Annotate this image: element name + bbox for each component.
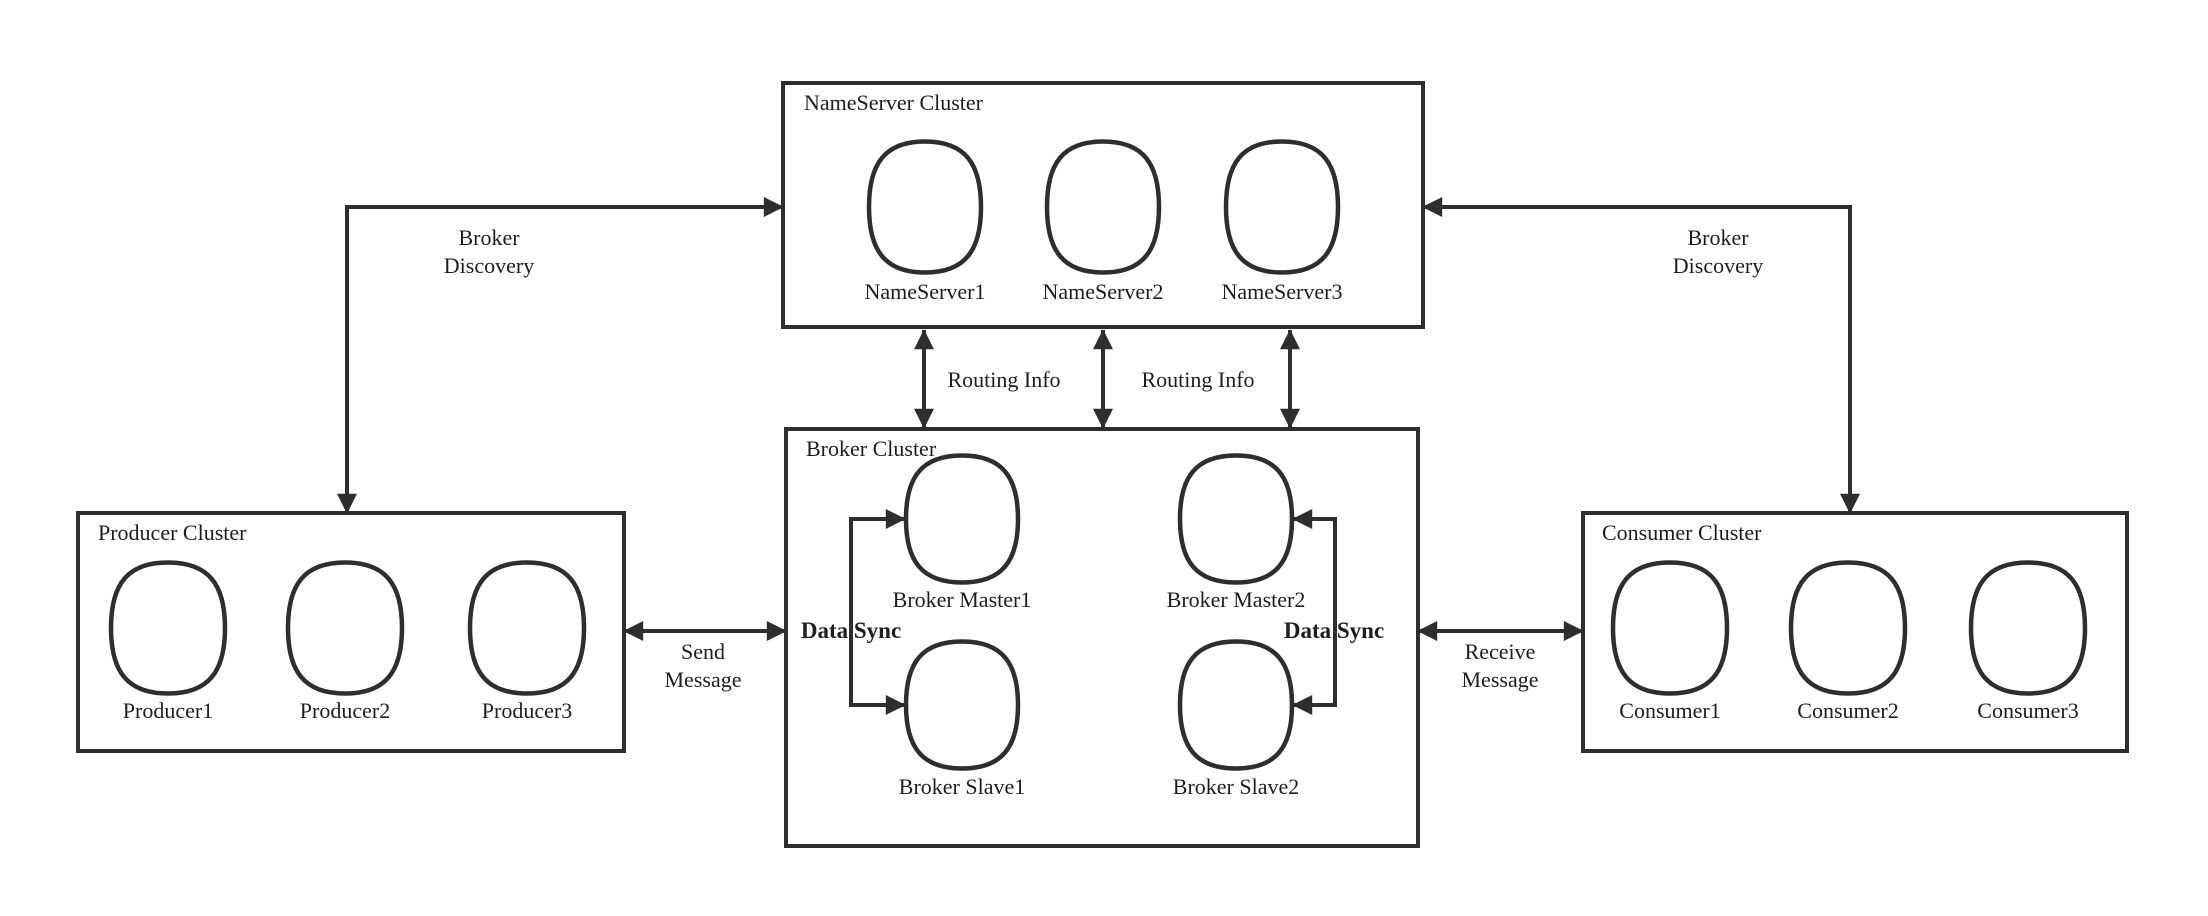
nameserver3-label: NameServer3 bbox=[1222, 279, 1343, 304]
broker-discovery-right-label-line2: Discovery bbox=[1673, 253, 1763, 278]
broker-cluster-title: Broker Cluster bbox=[806, 436, 937, 461]
send-message-label-line1: Send bbox=[681, 639, 725, 664]
routing-info-right-label: Routing Info bbox=[1141, 367, 1254, 392]
nameserver-cluster-title: NameServer Cluster bbox=[804, 90, 984, 115]
node-producer3 bbox=[467, 560, 587, 696]
node-nameserver1 bbox=[866, 139, 984, 275]
edge-data-sync-right bbox=[1292, 509, 1337, 715]
node-broker-master2 bbox=[1177, 453, 1295, 585]
broker-discovery-right-label-line1: Broker bbox=[1687, 225, 1749, 250]
receive-message-label-line1: Receive bbox=[1465, 639, 1536, 664]
consumer1-label: Consumer1 bbox=[1619, 698, 1720, 723]
data-sync-left-label: Data Sync bbox=[801, 618, 901, 643]
node-consumer2 bbox=[1788, 560, 1908, 696]
node-broker-master1 bbox=[903, 453, 1021, 585]
broker-slave2-label: Broker Slave2 bbox=[1173, 774, 1299, 799]
producer2-label: Producer2 bbox=[300, 698, 390, 723]
data-sync-right-label: Data Sync bbox=[1284, 618, 1384, 643]
node-consumer1 bbox=[1610, 560, 1730, 696]
node-nameserver2 bbox=[1044, 139, 1162, 275]
routing-info-left-label: Routing Info bbox=[947, 367, 1060, 392]
nameserver2-label: NameServer2 bbox=[1043, 279, 1164, 304]
node-broker-slave1 bbox=[903, 639, 1021, 771]
node-producer1 bbox=[108, 560, 228, 696]
node-nameserver3 bbox=[1223, 139, 1341, 275]
producer-cluster-title: Producer Cluster bbox=[98, 520, 247, 545]
broker-master1-label: Broker Master1 bbox=[893, 587, 1032, 612]
consumer3-label: Consumer3 bbox=[1977, 698, 2078, 723]
node-consumer3 bbox=[1968, 560, 2088, 696]
nameserver1-label: NameServer1 bbox=[865, 279, 986, 304]
broker-master2-label: Broker Master2 bbox=[1167, 587, 1306, 612]
node-broker-slave2 bbox=[1177, 639, 1295, 771]
edge-data-sync-left bbox=[849, 509, 906, 715]
edge-broker-discovery-left bbox=[337, 197, 784, 514]
consumer-cluster-title: Consumer Cluster bbox=[1602, 520, 1762, 545]
producer3-label: Producer3 bbox=[482, 698, 572, 723]
producer1-label: Producer1 bbox=[123, 698, 213, 723]
broker-discovery-left-label-line2: Discovery bbox=[444, 253, 534, 278]
consumer2-label: Consumer2 bbox=[1797, 698, 1898, 723]
broker-discovery-left-label-line1: Broker bbox=[458, 225, 520, 250]
receive-message-label-line2: Message bbox=[1462, 667, 1539, 692]
send-message-label-line2: Message bbox=[665, 667, 742, 692]
node-producer2 bbox=[285, 560, 405, 696]
edge-broker-discovery-right bbox=[1422, 197, 1860, 514]
broker-slave1-label: Broker Slave1 bbox=[899, 774, 1025, 799]
